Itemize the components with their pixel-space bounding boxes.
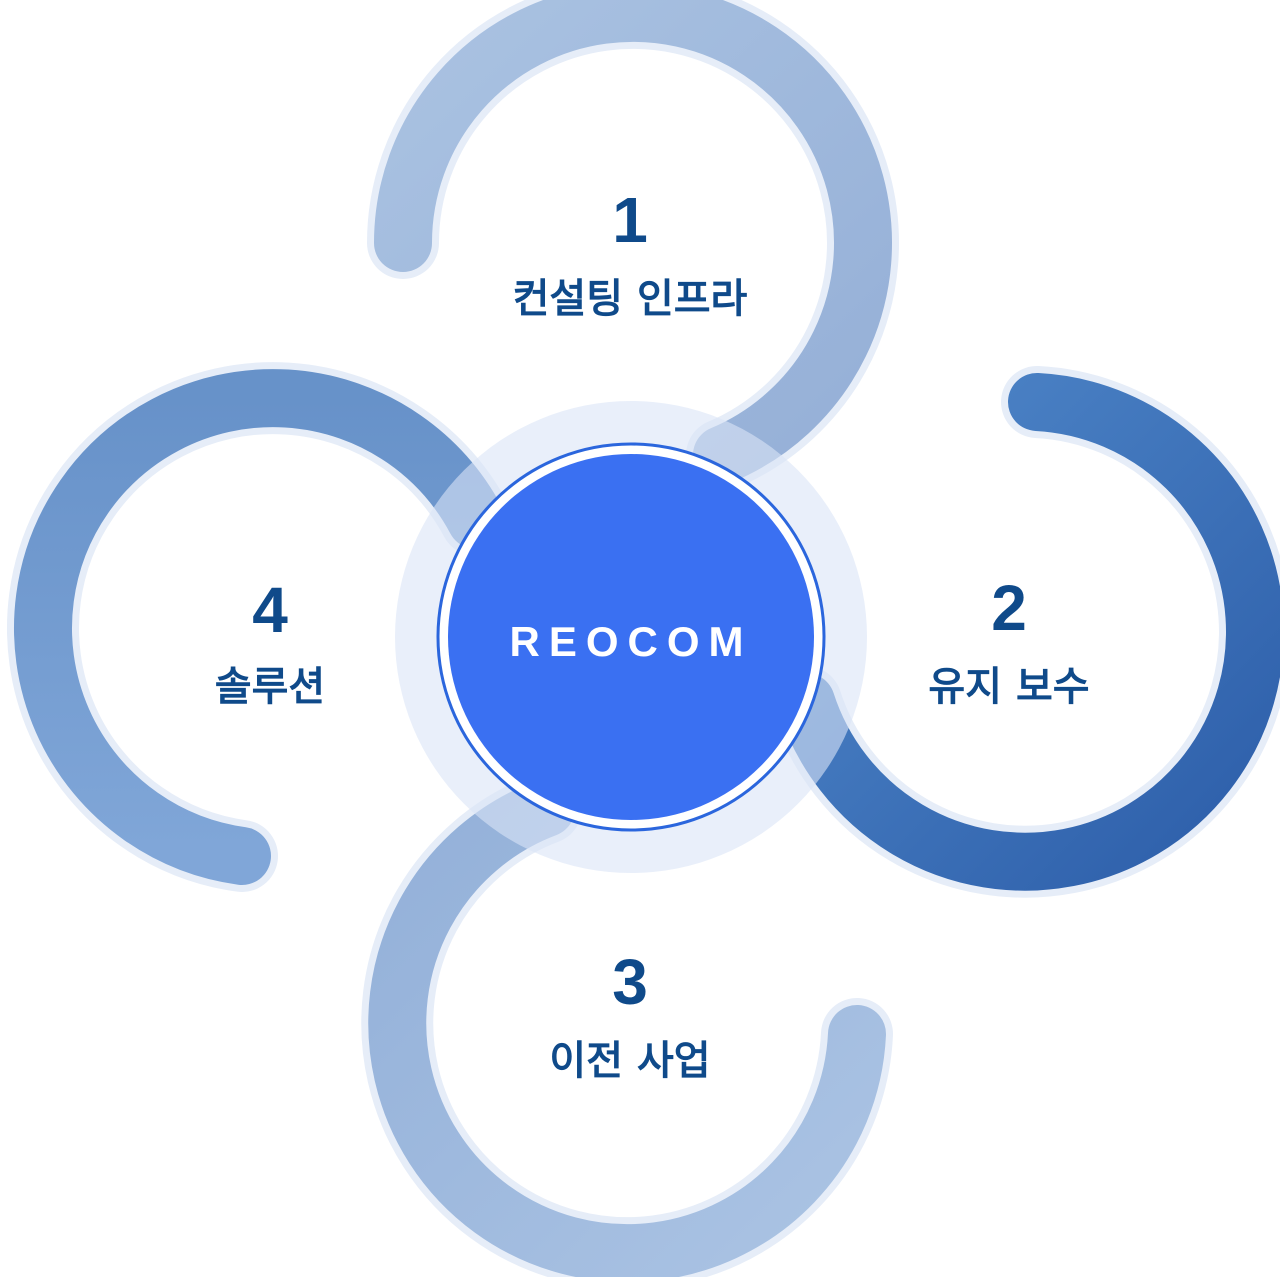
ring-3-bottom xyxy=(361,772,893,1277)
segment-3-number: 3 xyxy=(612,946,648,1018)
ring-2-right xyxy=(770,366,1280,898)
segment-4-label: 솔루션 xyxy=(215,664,325,710)
segment-1-label: 컨설팅 인프라 xyxy=(513,276,748,322)
segment-4-number: 4 xyxy=(252,574,288,646)
segment-2-label: 유지 보수 xyxy=(928,664,1089,710)
segment-2-number: 2 xyxy=(991,572,1027,644)
ring-4-left xyxy=(7,362,512,892)
center-label: REOCOM xyxy=(510,618,753,665)
segment-1-number: 1 xyxy=(612,184,648,256)
center-circle xyxy=(448,454,814,820)
ring-1-top xyxy=(367,0,899,491)
segment-3-label: 이전 사업 xyxy=(549,1038,710,1084)
